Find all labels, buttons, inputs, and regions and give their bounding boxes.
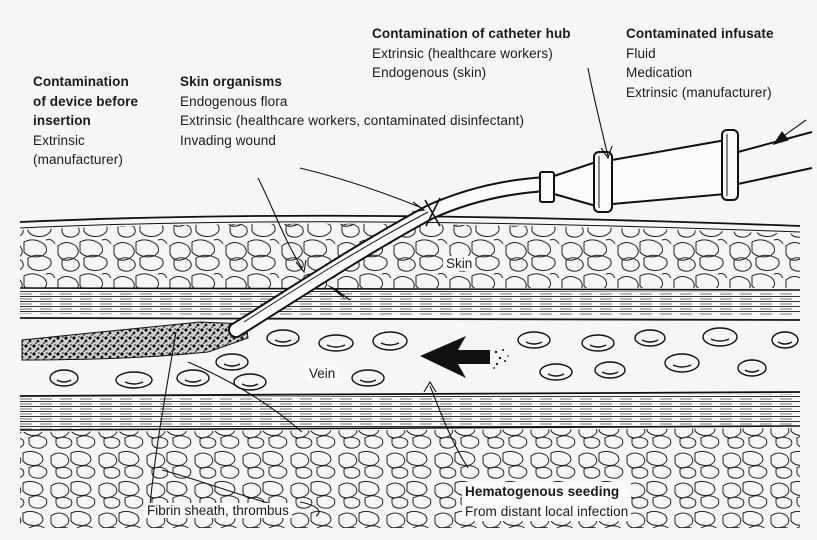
infusate-line-3: Extrinsic (manufacturer) [626, 83, 774, 103]
device-title-line-3: insertion [33, 111, 138, 131]
upper-vein-wall [20, 288, 800, 320]
skin-organisms-line-2: Extrinsic (healthcare workers, contamina… [180, 111, 524, 131]
hematogenous-label: Hematogenous seeding From distant local … [462, 482, 631, 521]
hub-line-2: Endogenous (skin) [372, 63, 571, 83]
infusate-line-1: Fluid [626, 44, 774, 64]
device-contamination-label: Contamination of device before insertion… [33, 72, 138, 170]
device-line-1: Extrinsic [33, 131, 138, 151]
upper-tissue-layer [20, 224, 800, 288]
hematogenous-title: Hematogenous seeding [465, 482, 628, 502]
infusate-label: Contaminated infusate Fluid Medication E… [626, 24, 774, 102]
device-title-line-2: of device before [33, 92, 138, 112]
catheter-hub-label: Contamination of catheter hub Extrinsic … [372, 24, 571, 83]
skin-organisms-label: Skin organisms Endogenous flora Extrinsi… [180, 72, 524, 150]
infusate-title: Contaminated infusate [626, 24, 774, 44]
fibrin-label: Fibrin sheath, thrombus [144, 503, 292, 518]
device-title-line-1: Contamination [33, 72, 138, 92]
fibrin-sheath-thrombus [22, 322, 248, 360]
vein-label: Vein [306, 366, 338, 381]
skin-label: Skin [443, 256, 475, 271]
lower-vein-wall [20, 392, 800, 430]
hub-title: Contamination of catheter hub [372, 24, 571, 44]
blood-flow-arrow [420, 336, 490, 378]
skin-organisms-line-1: Endogenous flora [180, 92, 524, 112]
hematogenous-line: From distant local infection [465, 502, 628, 522]
skin-organisms-line-3: Invading wound [180, 131, 524, 151]
infusate-line-2: Medication [626, 63, 774, 83]
lower-tissue-layer [20, 428, 800, 528]
catheter-hub [540, 130, 812, 212]
hub-line-1: Extrinsic (healthcare workers) [372, 44, 571, 64]
device-line-2: (manufacturer) [33, 150, 138, 170]
